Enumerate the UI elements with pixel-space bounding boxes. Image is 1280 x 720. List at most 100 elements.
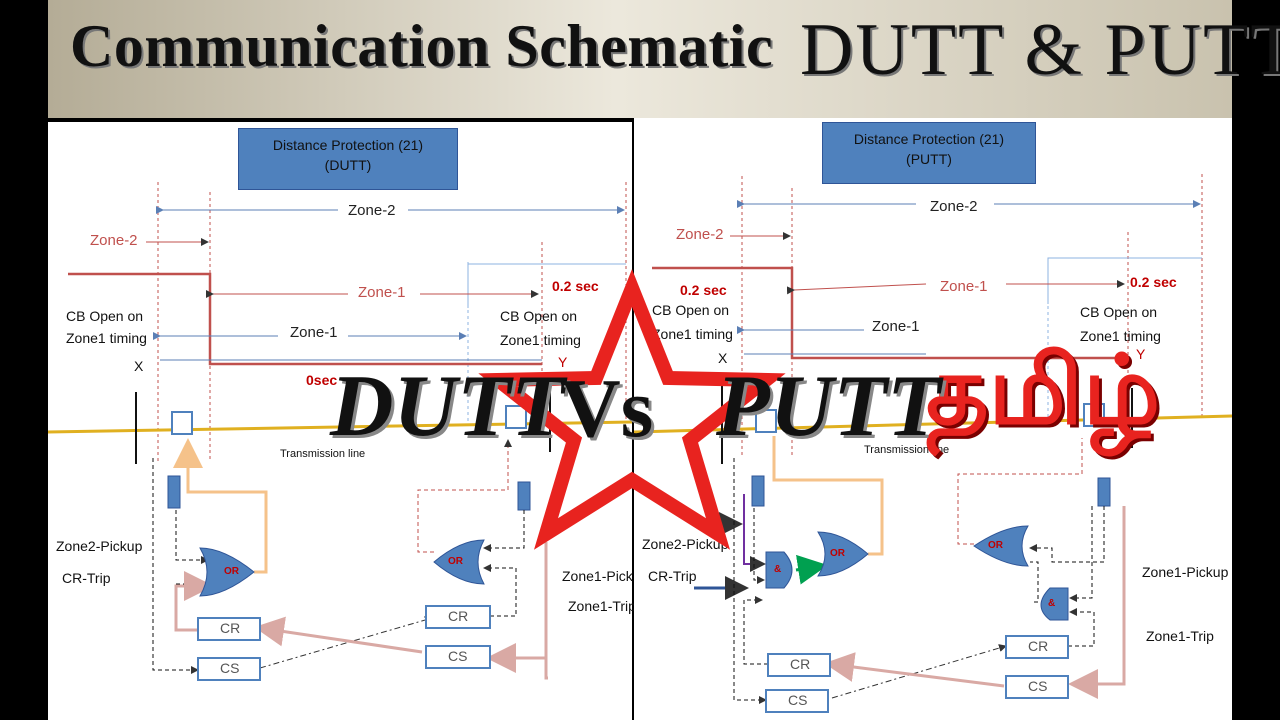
cr-box-left xyxy=(767,653,831,677)
breaker-y xyxy=(1083,403,1105,427)
cs-to-cr-signal xyxy=(824,652,1005,688)
zone1-trip-right xyxy=(486,542,548,673)
transmission-line-label: Transmission line xyxy=(280,448,366,460)
cb-open-left-1: CB Open on xyxy=(66,308,144,324)
cb-open-right-1: CB Open on xyxy=(1080,304,1158,320)
relay-x xyxy=(167,475,181,509)
cr-box-right-label: CR xyxy=(1028,638,1049,654)
or-gate-right-label: OR xyxy=(988,540,1003,551)
and-right-feed xyxy=(1069,506,1093,602)
putt-title-line1: Distance Protection (21) xyxy=(853,131,1005,147)
cr-box-right-label: CR xyxy=(448,608,469,624)
cs-box-left-label: CS xyxy=(220,660,240,676)
zone2-top-label: Zone-2 xyxy=(930,198,978,215)
relay-y xyxy=(1097,477,1111,507)
zone1-right-outline xyxy=(467,263,626,308)
cs-box-right xyxy=(425,645,491,669)
overlay-dutt: DUTT xyxy=(330,358,565,455)
zone2-pickup-line xyxy=(175,510,209,564)
relay-y-line xyxy=(483,510,525,552)
putt-title-line2: (PUTT) xyxy=(906,151,952,167)
cr-box-left-label: CR xyxy=(790,656,811,672)
relay-x xyxy=(751,475,765,507)
title-banner: Communication Schematic DUTT & PUTT xyxy=(48,0,1280,118)
and-right-out xyxy=(1030,561,1039,603)
or-gate-left-label: OR xyxy=(830,548,845,559)
zone2-pickup-label: Zone2-Pickup xyxy=(56,538,143,554)
tamil-label: தமிழ் xyxy=(926,334,1161,446)
dutt-title-line1: Distance Protection (21) xyxy=(272,137,424,153)
or-gate-left-label: OR xyxy=(224,566,239,577)
sec-label-left: 0.2 sec xyxy=(680,282,727,298)
zone1-right-outline xyxy=(1047,257,1202,304)
cb-open-left-2: Zone1 timing xyxy=(66,330,147,346)
transmission-line-label: Transmission line xyxy=(864,444,950,456)
or-gate-left xyxy=(199,547,255,597)
cr-box-left xyxy=(197,617,261,641)
cs-box-left xyxy=(765,689,829,713)
overlay-putt: PUTT xyxy=(716,358,941,455)
zone2-side-label: Zone-2 xyxy=(676,226,724,243)
zone2-side-label: Zone-2 xyxy=(90,232,138,249)
zone-step-curve xyxy=(652,266,1128,360)
cb-open-right-2: Zone1 timing xyxy=(1080,328,1161,344)
or-gate-right xyxy=(973,525,1029,567)
breaker-x xyxy=(171,411,193,435)
or-gate-right-label: OR xyxy=(448,556,463,567)
cr-right-line xyxy=(1068,608,1095,647)
cr-right-line xyxy=(483,564,517,617)
zone1-red-label: Zone-1 xyxy=(940,278,988,295)
sec-label-right: 0.2 sec xyxy=(552,278,599,294)
cr-trip-label: CR-Trip xyxy=(62,570,111,586)
cr-trip-label: CR-Trip xyxy=(648,568,697,584)
cb-open-right-1: CB Open on xyxy=(500,308,578,324)
relay-y-line xyxy=(1029,506,1105,563)
cb-open-left-1: CB Open on xyxy=(652,302,730,318)
and-gate-right xyxy=(1040,587,1069,621)
cr-trip-line xyxy=(152,458,199,674)
cr-box-left-label: CR xyxy=(220,620,241,636)
zone1-mid-label: Zone-1 xyxy=(290,324,338,341)
and-gate-left-label: & xyxy=(774,564,782,575)
cs-box-right-label: CS xyxy=(448,648,468,664)
and-to-or-arrow xyxy=(795,554,828,585)
cs-box-left xyxy=(197,657,261,681)
zone1-mid-label: Zone-1 xyxy=(872,318,920,335)
dutt-title-line2: (DUTT) xyxy=(324,157,372,173)
cs-to-cr-signal xyxy=(254,616,423,654)
and-feed-line xyxy=(753,508,765,584)
zone2-pickup-label: Zone2-Pickup xyxy=(642,536,729,552)
cr-box-right xyxy=(1005,635,1069,659)
relay-y xyxy=(517,481,531,511)
bus-y-label: Y xyxy=(1136,346,1146,362)
zone2-top-label: Zone-2 xyxy=(348,202,396,219)
zone1-trip-label: Zone1-Trip xyxy=(568,598,636,614)
overlay-vs: Vs xyxy=(560,362,654,455)
zone1-pickup-right xyxy=(1068,506,1126,699)
cb-open-right-2: Zone1 timing xyxy=(500,332,581,348)
cs-to-cr-signal xyxy=(831,644,1007,699)
cr-feed-left xyxy=(743,596,768,665)
zone1-red-arrow xyxy=(786,283,927,295)
cs-to-cr-signal xyxy=(259,616,433,669)
sec-label-right: 0.2 sec xyxy=(1130,274,1177,290)
or-gate-right xyxy=(433,539,485,585)
banner-title: Communication Schematic xyxy=(70,13,774,79)
cs-box-right xyxy=(1005,675,1069,699)
zone1-pickup-label: Zone1-Pickup xyxy=(1142,564,1229,580)
and-gate-left xyxy=(765,551,793,589)
bus-x-label: X xyxy=(134,358,144,374)
sec-label-zero: 0sec xyxy=(306,372,338,388)
cs-box-left-label: CS xyxy=(788,692,808,708)
cr-feedback-left xyxy=(174,571,214,632)
or-output-right xyxy=(957,438,1083,545)
or-gate-left xyxy=(817,531,869,577)
zone1-trip-label: Zone1-Trip xyxy=(1146,628,1214,644)
zone1-red-label: Zone-1 xyxy=(358,284,406,301)
putt-title-box: Distance Protection (21) (PUTT) xyxy=(822,122,1036,184)
and-gate-right-label: & xyxy=(1048,598,1056,609)
zone-step-curve xyxy=(68,272,542,366)
cb-open-left-2: Zone1 timing xyxy=(652,326,733,342)
zone1-pickup-label: Zone1-Pick xyxy=(562,568,633,584)
banner-subtitle: DUTT & PUTT xyxy=(800,9,1280,91)
